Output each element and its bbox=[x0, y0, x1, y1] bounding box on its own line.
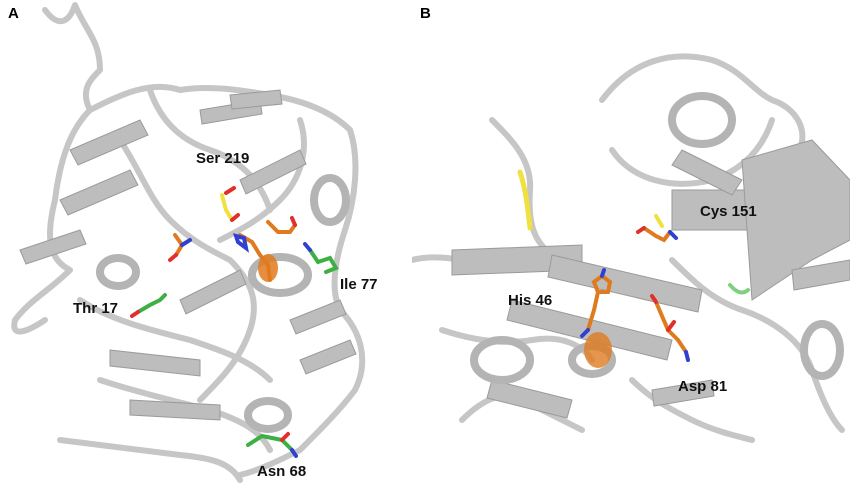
residue-label-ile-77: Ile 77 bbox=[340, 276, 378, 293]
panel-a: A Ser 219 Thr 17 Ile 77 Asn 68 bbox=[0, 0, 412, 492]
residue-label-ser-219: Ser 219 bbox=[196, 150, 250, 167]
panel-letter-b: B bbox=[420, 5, 431, 22]
protein-structure-a bbox=[11, 2, 366, 483]
residue-label-asp-81: Asp 81 bbox=[678, 378, 728, 395]
protein-structure-b bbox=[412, 53, 850, 443]
residue-label-his-46: His 46 bbox=[508, 292, 553, 309]
panel-letter-a: A bbox=[8, 5, 19, 22]
panel-b: B Cys 151 His 46 Asp 81 bbox=[412, 0, 850, 492]
residue-label-cys-151: Cys 151 bbox=[700, 203, 757, 220]
residue-label-asn-68: Asn 68 bbox=[257, 463, 307, 480]
residue-label-thr-17: Thr 17 bbox=[73, 300, 119, 317]
